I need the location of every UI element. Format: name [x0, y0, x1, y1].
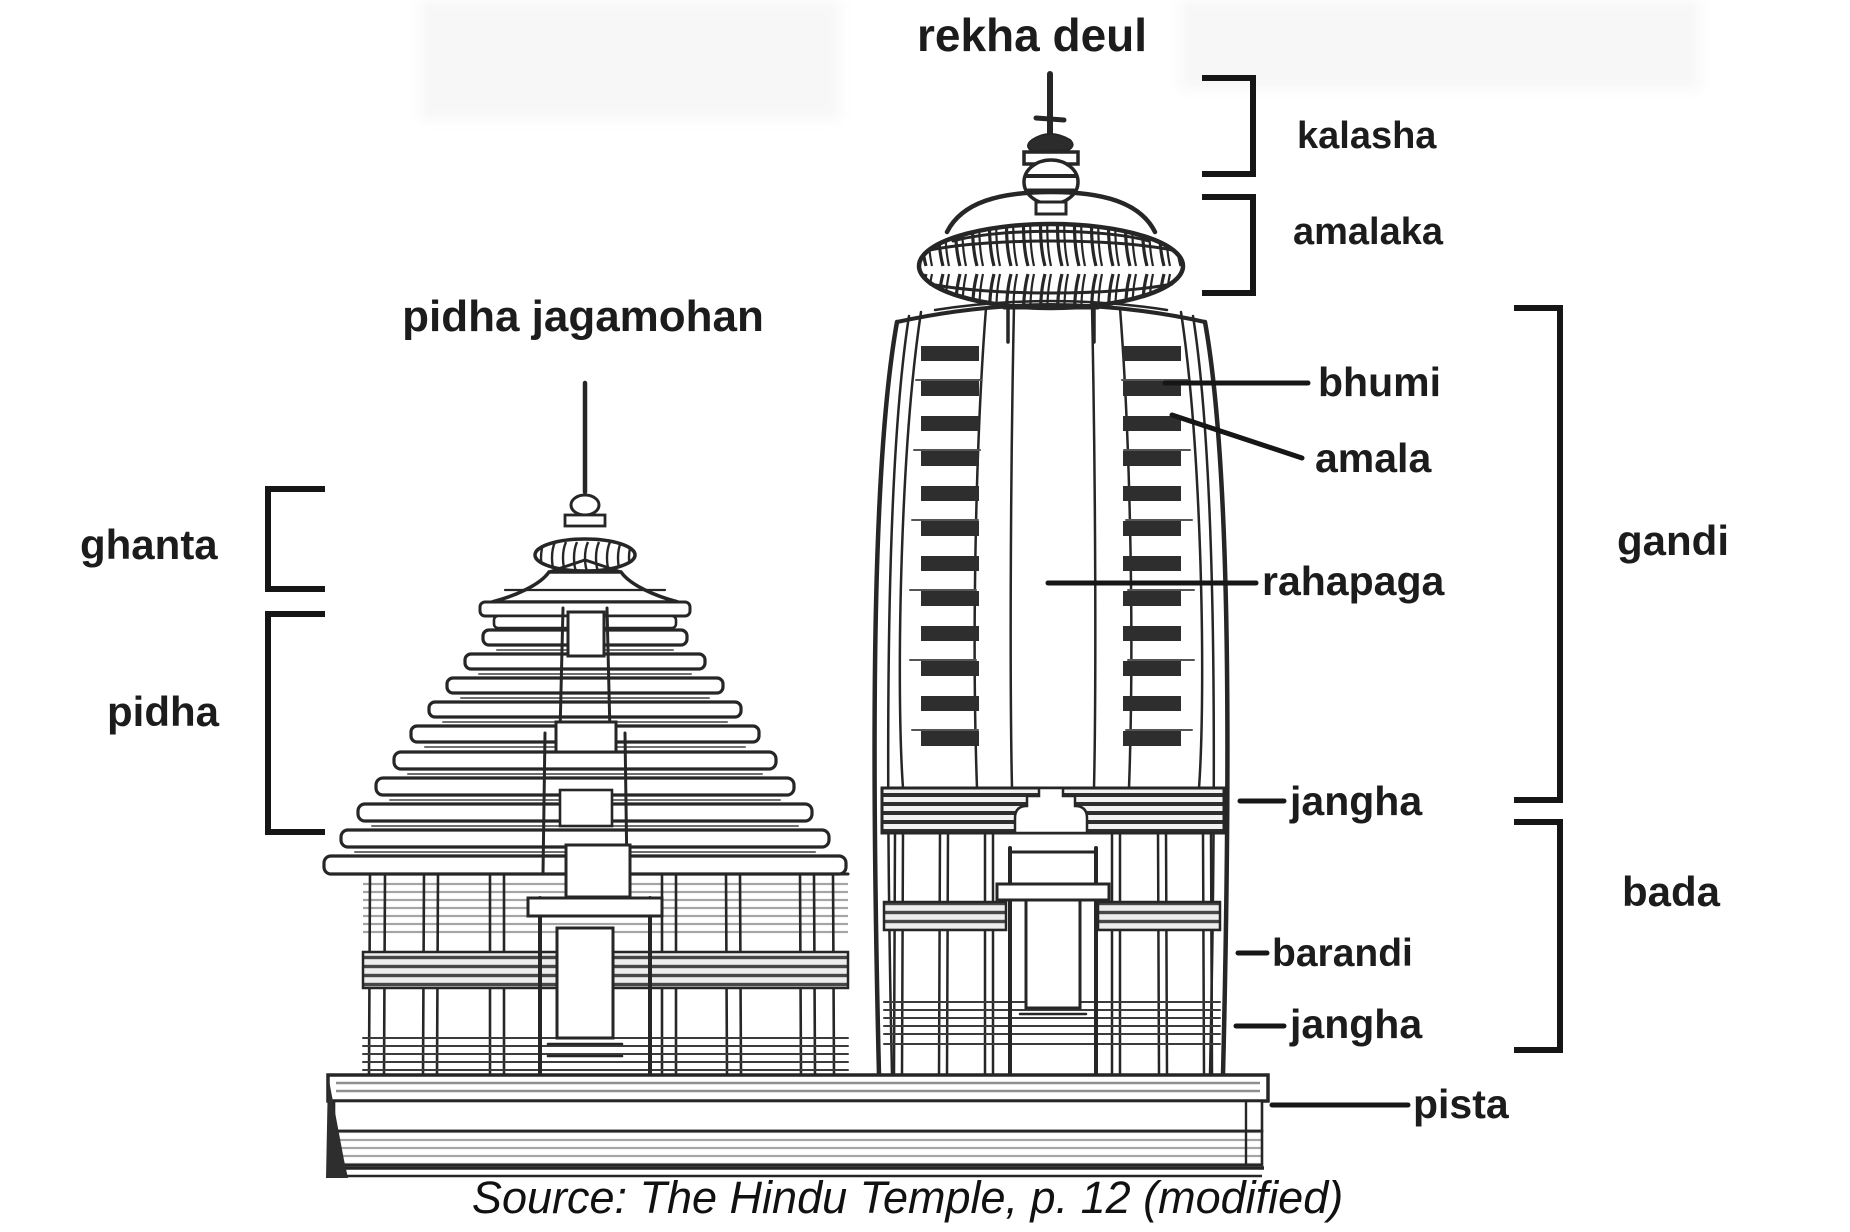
label-gandi: gandi [1617, 517, 1729, 564]
pidha-tiers [322, 628, 848, 876]
amala-leader [1169, 412, 1305, 461]
pidha-bracket [265, 611, 325, 835]
right-temple-title: rekha deul [916, 9, 1148, 61]
jangha-upper-band [880, 786, 1226, 835]
label-kalasha: kalasha [1297, 115, 1437, 157]
gandi-bracket [1514, 305, 1563, 803]
amalaka-bracket [1202, 194, 1256, 296]
label-jangha-upper: jangha [1290, 778, 1423, 824]
label-jangha-lower: jangha [1290, 1001, 1423, 1047]
kalasha-bracket [1202, 75, 1256, 177]
pidha-jagamohan-drawing [322, 380, 850, 1077]
bhumi-rungs-right [1123, 346, 1181, 746]
label-amalaka: amalaka [1293, 211, 1444, 253]
beki-neck [1002, 304, 1100, 344]
bada-bracket [1514, 819, 1563, 1053]
amalaka-disc [916, 221, 1186, 311]
bhumi-rungs-left [921, 346, 979, 746]
rekha-deul-drawing [872, 71, 1230, 1078]
label-rahapaga: rahapaga [1262, 558, 1445, 604]
barandi-band-left [882, 900, 1008, 932]
jangha-lower-lines [883, 1001, 1221, 1045]
label-bhumi: bhumi [1318, 359, 1441, 405]
jagamohan-doorway [526, 843, 664, 1077]
label-barandi: barandi [1272, 932, 1413, 975]
roof-central-projection [541, 606, 629, 876]
deul-door-niche [995, 846, 1111, 1077]
label-pidha: pidha [107, 688, 219, 735]
khapuri-dome [944, 189, 1158, 235]
barandi-band-right [1096, 900, 1222, 932]
jagamohan-bada-wall [361, 843, 850, 1077]
ghanta-bracket [265, 486, 325, 592]
label-ghanta: ghanta [80, 521, 218, 568]
leader-lines [1045, 380, 1411, 1108]
pista-platform [326, 1073, 1270, 1178]
jagamohan-amalaka-disc [533, 537, 637, 573]
bhumi-rung-lines-right [1121, 379, 1195, 731]
annotation-brackets [265, 75, 1563, 1053]
left-temple-title: pidha jagamohan [402, 292, 764, 341]
jagamohan-finial [533, 380, 637, 573]
bhumi-rung-lines-left [909, 379, 983, 731]
source-caption: Source: The Hindu Temple, p. 12 (modifie… [471, 1172, 1344, 1223]
label-pista: pista [1413, 1081, 1509, 1127]
label-amala: amala [1315, 435, 1432, 481]
label-bada: bada [1622, 868, 1721, 915]
deul-bada-wall [882, 831, 1222, 1077]
